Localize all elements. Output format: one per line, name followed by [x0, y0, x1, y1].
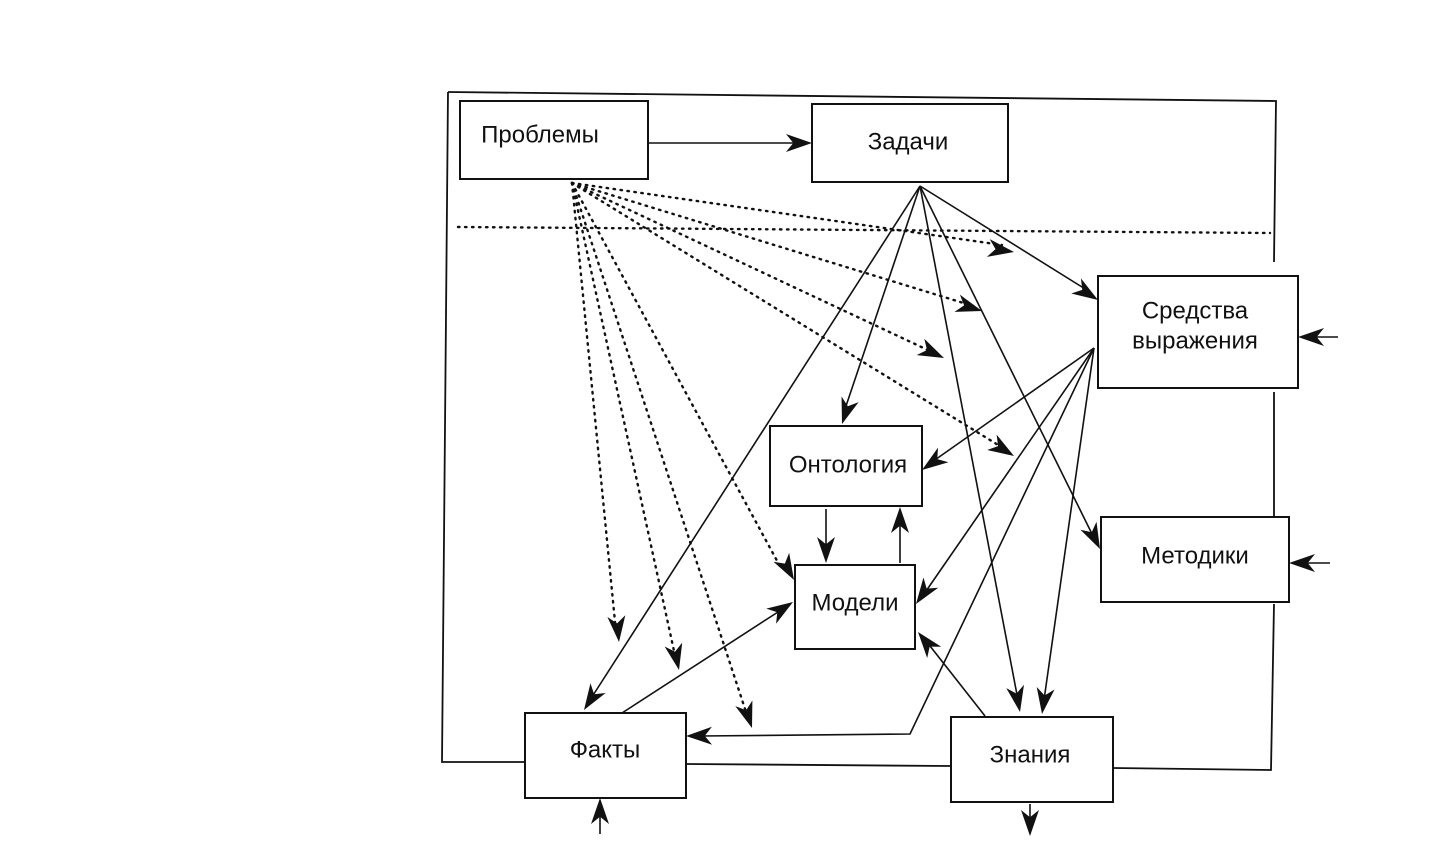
solid-arrows: [589, 142, 1338, 834]
node-label-modeli: Модели: [811, 589, 898, 616]
arrowhead-19: [986, 239, 1014, 257]
arrowhead-20: [954, 294, 982, 312]
node-label-fakty: Факты: [570, 736, 641, 763]
arrowhead-16: [1021, 810, 1039, 836]
arrowhead-2: [1071, 278, 1098, 300]
arrowhead-22: [987, 434, 1014, 456]
node-sredstva: Средства выражения: [1097, 275, 1299, 389]
dotted-arrow-2: [570, 181, 972, 307]
node-modeli: Модели: [794, 564, 916, 650]
node-znaniya: Знания: [950, 716, 1114, 803]
dotted-arrow-6: [570, 181, 750, 720]
arrowhead-3: [841, 396, 859, 424]
outer-frame: [441, 91, 1277, 771]
node-label-sredstva-line2: выражения: [1132, 327, 1258, 354]
arrowhead-25: [664, 642, 683, 670]
node-label-problemy: Проблемы: [481, 121, 599, 148]
node-label-znaniya: Знания: [990, 741, 1071, 768]
arrowhead-17: [1298, 328, 1324, 346]
dotted-arrow-7: [570, 181, 678, 662]
arrowhead-23: [773, 552, 794, 580]
dotted-arrows: [570, 181, 1005, 720]
arrowhead-9: [1036, 686, 1055, 714]
arrow-fakty-modeli: [621, 611, 779, 714]
dotted-arrow-8: [570, 181, 618, 634]
node-metodiki: Методики: [1100, 516, 1290, 603]
arrowhead-21: [916, 338, 944, 358]
arrowhead-5: [1006, 684, 1024, 712]
arrowhead-1: [786, 134, 812, 152]
dotted-divider: [456, 225, 1272, 235]
arrow-zadachi-metodiki: [919, 185, 1096, 541]
dotted-arrow-4: [570, 181, 1005, 450]
arrow-sredstva-fakty: [699, 347, 1095, 737]
arrow-sredstva-ontologiya: [931, 347, 1095, 463]
arrowhead-26: [607, 615, 626, 642]
arrowhead-18: [1289, 554, 1315, 572]
arrowhead-7: [922, 447, 949, 470]
node-label-metodiki: Методики: [1141, 542, 1249, 569]
arrowhead-10: [686, 726, 713, 745]
node-zadachi: Задачи: [811, 103, 1009, 183]
node-label-ontologiya: Онтология: [789, 451, 907, 478]
arrowheads: [584, 134, 1324, 836]
arrowhead-24: [735, 700, 753, 728]
node-fakty: Факты: [524, 712, 687, 799]
node-label-sredstva-line1: Средства: [1142, 297, 1249, 324]
dotted-arrow-3: [570, 181, 934, 354]
arrow-zadachi-fakty: [589, 185, 921, 701]
arrow-zadachi-znaniya: [919, 185, 1019, 701]
arrow-sredstva-znaniya: [1043, 347, 1095, 701]
arrowhead-12: [891, 507, 909, 533]
arrowhead-11: [817, 537, 835, 563]
dotted-arrow-1: [570, 181, 1004, 247]
arrowhead-15: [591, 798, 609, 824]
node-label-zadachi: Задачи: [868, 128, 949, 155]
arrowhead-14: [918, 632, 942, 658]
arrowhead-13: [766, 602, 793, 624]
arrow-znaniya-modeli: [929, 645, 986, 717]
node-ontologiya: Онтология: [769, 425, 923, 507]
arrowhead-4: [584, 683, 606, 710]
arrow-zadachi-ontologiya: [843, 185, 921, 413]
node-problemy: Проблемы: [459, 100, 649, 180]
arrow-sredstva-modeli: [923, 347, 1095, 595]
arrowhead-8: [916, 577, 939, 604]
arrowhead-6: [1080, 521, 1100, 549]
arrow-zadachi-sredstva: [919, 185, 1091, 293]
